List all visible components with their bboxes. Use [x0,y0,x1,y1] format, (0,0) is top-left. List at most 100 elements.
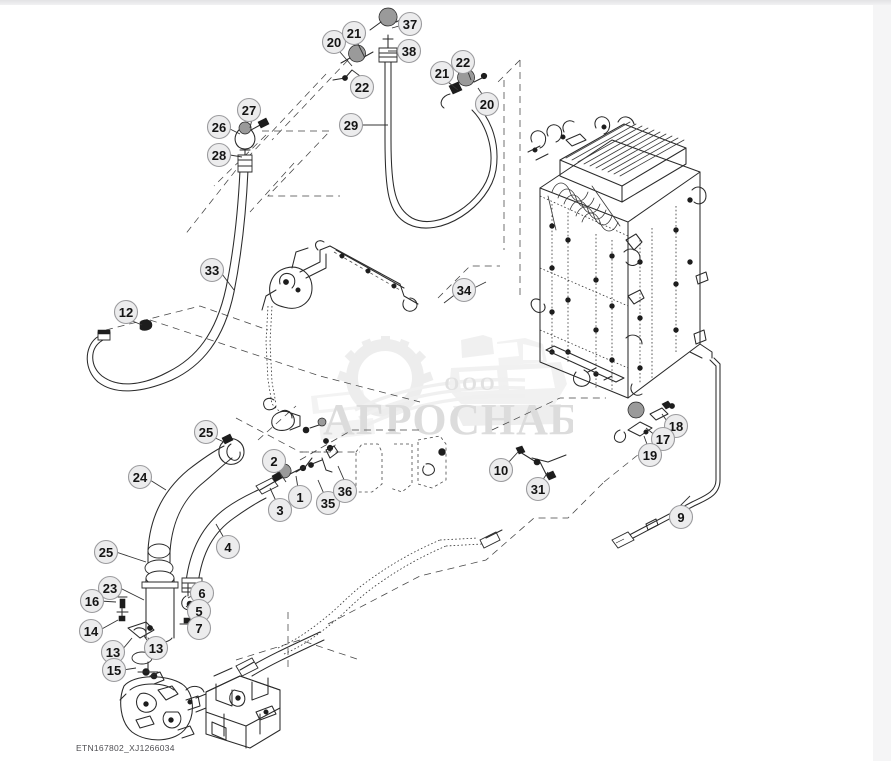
callout-label: 21 [435,66,449,81]
callout-label: 35 [321,496,335,511]
callout-16[interactable]: 16 [79,588,105,614]
callout-label: 37 [403,17,417,32]
callout-circle [321,29,347,55]
callout-14[interactable]: 14 [78,618,104,644]
figure-code: ETN167802_XJ1266034 [76,743,175,753]
callout-circle [668,504,694,530]
callout-circle [397,11,423,37]
callout-23[interactable]: 23 [97,575,123,601]
callout-9[interactable]: 9 [668,504,694,530]
callout-circle [206,114,232,140]
callout-circle [488,457,514,483]
leader-lines [99,25,691,671]
callout-circle [78,618,104,644]
cooler-top-fittings [527,116,635,161]
callout-label: 1 [296,490,303,505]
callout-25[interactable]: 25 [93,539,119,565]
cooler-hidden-detail [539,195,677,392]
callout-label: 25 [199,425,213,440]
callout-38[interactable]: 38 [396,38,422,64]
callout-17[interactable]: 17 [650,426,676,452]
callout-label: 13 [149,641,163,656]
callout-24[interactable]: 24 [127,464,153,490]
oil-cooler-assembly [527,116,713,399]
top-border-band [0,0,891,5]
callout-3[interactable]: 3 [267,497,293,523]
callout-label: 23 [103,581,117,596]
hose-diagonal-bottom [277,529,503,655]
callout-7[interactable]: 7 [186,615,212,641]
callout-label: 3 [276,503,283,518]
callout-label: 4 [224,540,232,555]
clamp-25-upper [218,433,245,465]
callout-label: 33 [205,263,219,278]
callout-label: 2 [270,454,277,469]
callout-20[interactable]: 20 [321,29,347,55]
hose-33 [86,117,270,392]
callout-12[interactable]: 12 [113,299,139,325]
callout-33[interactable]: 33 [199,257,225,283]
callout-label: 16 [85,594,99,609]
hydraulic-pump-left [119,671,201,741]
callout-22[interactable]: 22 [349,74,375,100]
callout-label: 19 [643,448,657,463]
fitting-group-17-18-19 [613,400,675,443]
callout-label: 24 [133,470,148,485]
callout-label: 20 [480,97,494,112]
callout-25[interactable]: 25 [193,419,219,445]
callout-circle [113,299,139,325]
callout-circle [101,657,127,683]
callout-circle [349,74,375,100]
cooler-coil [547,182,621,232]
callout-label: 29 [344,118,358,133]
callout-21[interactable]: 21 [341,20,367,46]
callout-15[interactable]: 15 [101,657,127,683]
callout-29[interactable]: 29 [338,112,364,138]
callout-27[interactable]: 27 [236,97,262,123]
callout-1[interactable]: 1 [287,484,313,510]
part-12-clip [139,319,153,331]
callout-22[interactable]: 22 [450,49,476,75]
control-valve-block-right [185,631,325,749]
callout-circle [143,635,169,661]
callout-28[interactable]: 28 [206,142,232,168]
callout-circle [525,476,551,502]
callout-circle [261,448,287,474]
callout-circle [450,49,476,75]
callout-26[interactable]: 26 [206,114,232,140]
callout-circle [650,426,676,452]
callout-label: 7 [195,621,202,636]
callout-label: 38 [402,44,416,59]
callout-35[interactable]: 35 [315,490,341,516]
callout-37[interactable]: 37 [397,11,423,37]
callout-circle [637,442,663,468]
callout-10[interactable]: 10 [488,457,514,483]
callout-20[interactable]: 20 [474,91,500,117]
callout-label: 18 [669,419,683,434]
callout-13[interactable]: 13 [143,635,169,661]
cooler-bolt-dots [549,197,693,377]
callout-19[interactable]: 19 [637,442,663,468]
callout-label: 14 [84,624,99,639]
callout-label: 28 [212,148,226,163]
callout-2[interactable]: 2 [261,448,287,474]
callout-label: 31 [531,482,545,497]
callout-4[interactable]: 4 [215,534,241,560]
callout-label: 20 [327,35,341,50]
callout-circle [127,464,153,490]
callout-34[interactable]: 34 [451,277,477,303]
callout-36[interactable]: 36 [332,478,358,504]
callout-circle [206,142,232,168]
callout-31[interactable]: 31 [525,476,551,502]
tube-23 [141,570,179,644]
callout-circle [315,490,341,516]
callout-21[interactable]: 21 [429,60,455,86]
callout-label: 36 [338,484,352,499]
callout-circle [474,91,500,117]
callout-circle [236,97,262,123]
callout-label: 10 [494,463,508,478]
callout-label: 21 [347,26,361,41]
center-bracket-assembly [261,240,419,434]
